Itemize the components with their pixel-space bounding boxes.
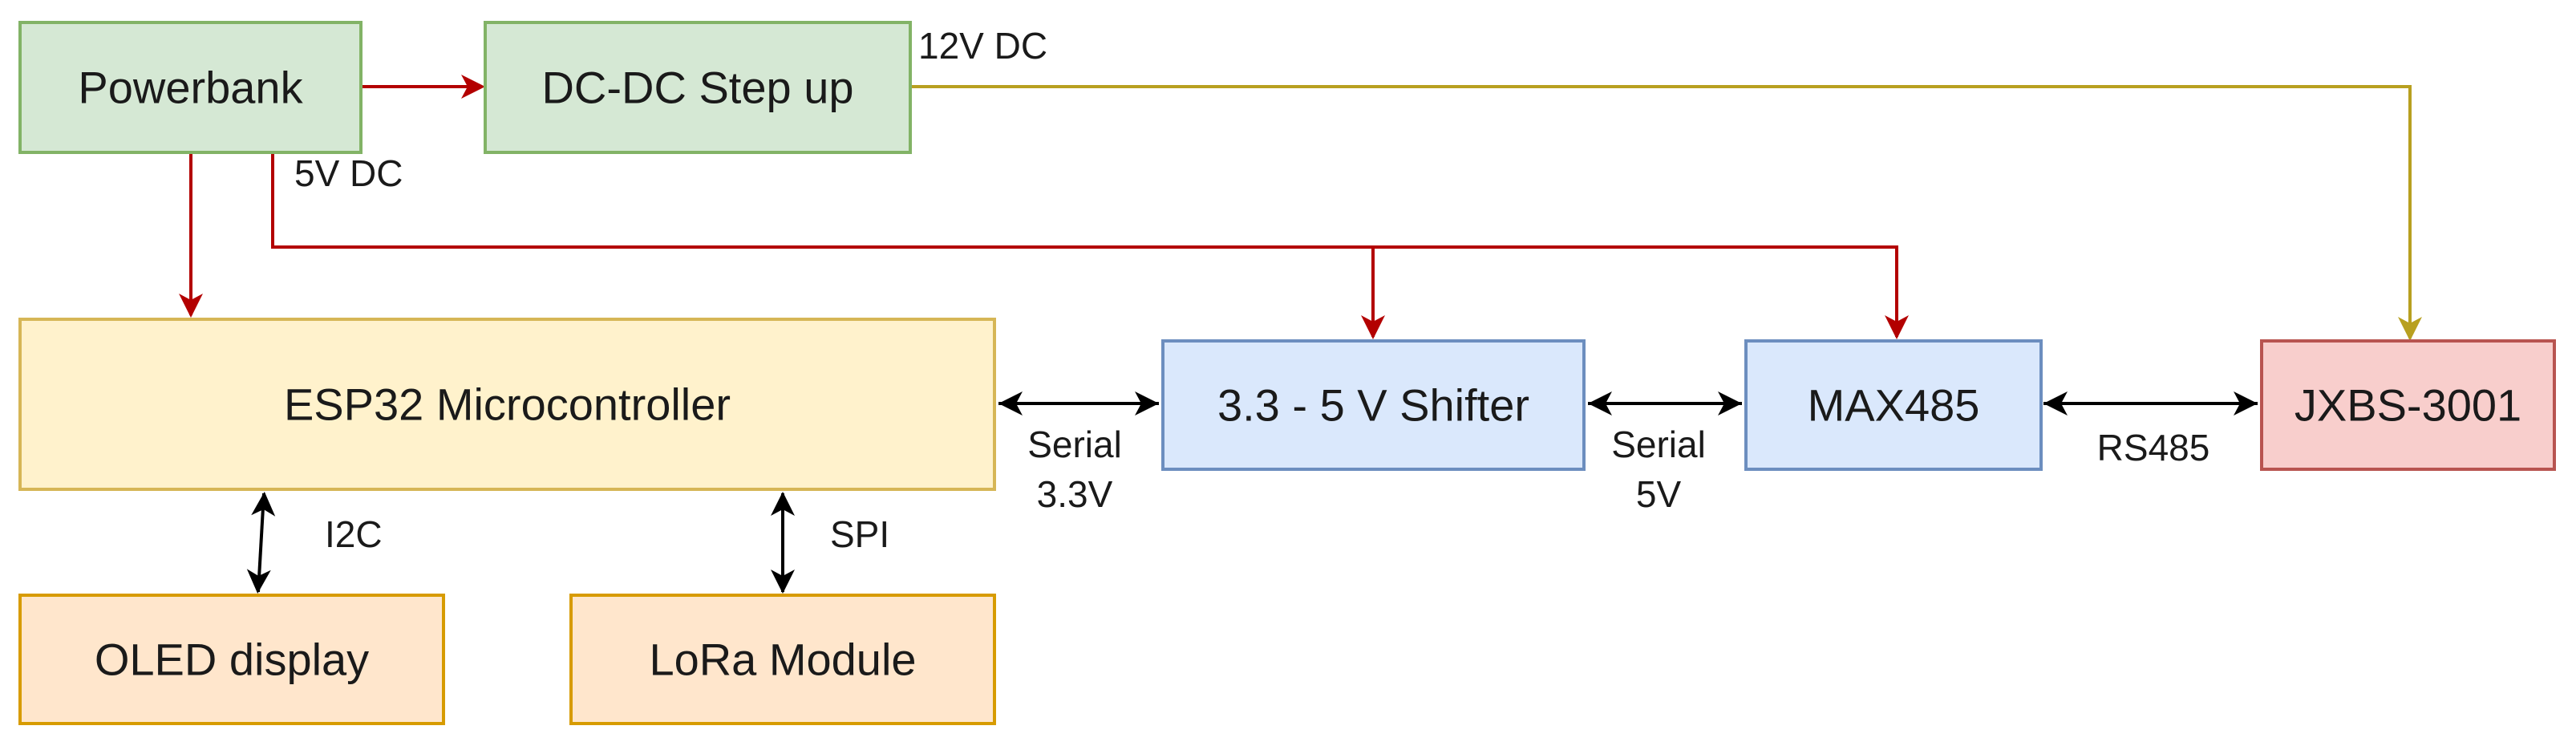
edge-12v-to-jxbs — [910, 85, 2422, 341]
node-esp32: ESP32 Microcontroller — [18, 318, 996, 491]
node-jxbs-label: JXBS-3001 — [2295, 380, 2521, 431]
label-serial-5v-line1: Serial — [1611, 424, 1706, 465]
node-max485: MAX485 — [1744, 339, 2043, 471]
node-lora-label: LoRa Module — [649, 635, 916, 685]
edge-esp32-shifter — [998, 391, 1159, 416]
label-serial-5v-line2: 5V — [1636, 473, 1682, 515]
edge-powerbank-to-esp32 — [179, 152, 203, 318]
node-jxbs-3001: JXBS-3001 — [2260, 339, 2556, 471]
label-serial-3v3-line1: Serial — [1027, 424, 1122, 465]
edge-shifter-max485 — [1588, 391, 1742, 416]
label-serial-3v3-line2: 3.3V — [1037, 473, 1113, 515]
edge-esp32-oled — [246, 492, 276, 594]
node-powerbank-label: Powerbank — [78, 63, 303, 113]
label-12v-dc: 12V DC — [918, 25, 1047, 67]
node-max485-label: MAX485 — [1808, 380, 1980, 431]
node-shifter-label: 3.3 - 5 V Shifter — [1217, 380, 1529, 431]
edge-esp32-lora — [771, 492, 795, 594]
node-oled-display: OLED display — [18, 594, 445, 725]
node-dc-dc-step-up: DC-DC Step up — [484, 21, 912, 154]
label-spi: SPI — [830, 513, 889, 555]
edge-5v-bus — [271, 152, 1909, 339]
node-esp32-label: ESP32 Microcontroller — [284, 379, 731, 430]
node-shifter: 3.3 - 5 V Shifter — [1161, 339, 1586, 471]
edge-max485-jxbs — [2043, 391, 2258, 416]
label-5v-dc: 5V DC — [294, 152, 403, 194]
node-lora-module: LoRa Module — [569, 594, 996, 725]
node-powerbank: Powerbank — [18, 21, 363, 154]
node-stepup-label: DC-DC Step up — [541, 63, 853, 113]
node-oled-label: OLED display — [95, 635, 369, 685]
label-rs485: RS485 — [2097, 427, 2210, 468]
label-i2c: I2C — [325, 513, 383, 555]
